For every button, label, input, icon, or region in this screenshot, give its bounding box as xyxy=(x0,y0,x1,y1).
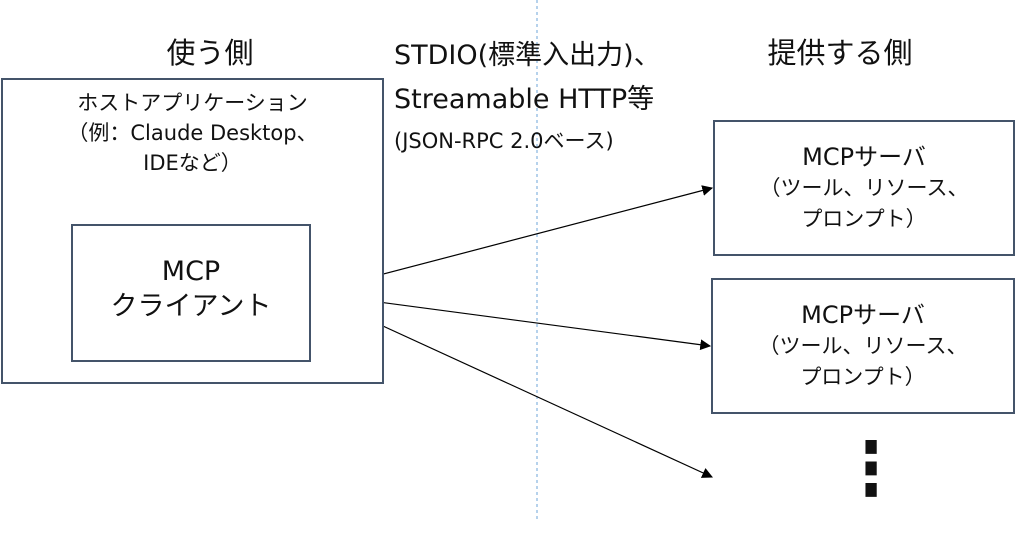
server-capabilities-cont: プロンプト） xyxy=(801,207,927,231)
host-app-example-cont: IDEなど） xyxy=(143,151,242,175)
mcp-server-box-2: MCPサーバ （ツール、リソース、 プロンプト） xyxy=(711,278,1015,414)
mcp-client-line-2: クライアント xyxy=(110,291,272,322)
more-servers-ellipsis: ⋮ xyxy=(839,427,903,513)
provider-side-heading: 提供する側 xyxy=(767,36,913,70)
server-name: MCPサーバ xyxy=(801,301,925,329)
mcp-server-label: MCPサーバ （ツール、リソース、 プロンプト） xyxy=(715,142,1013,235)
host-app-example: （例：Claude Desktop、 xyxy=(67,121,318,145)
host-app-title: ホストアプリケーション xyxy=(77,91,308,115)
server-name: MCPサーバ xyxy=(802,143,926,171)
transport-label: STDIO(標準入出力)、 Streamable HTTP等 (JSON-RPC… xyxy=(394,34,661,160)
mcp-server-box-1: MCPサーバ （ツール、リソース、 プロンプト） xyxy=(713,120,1015,256)
mcp-server-label: MCPサーバ （ツール、リソース、 プロンプト） xyxy=(713,300,1013,393)
transport-line-2: Streamable HTTP等 xyxy=(394,84,655,115)
host-application-label: ホストアプリケーション （例：Claude Desktop、 IDEなど） xyxy=(3,88,382,178)
mcp-client-box: MCP クライアント xyxy=(71,224,311,362)
mcp-client-line-1: MCP xyxy=(161,256,221,287)
transport-line-3: (JSON-RPC 2.0ベース) xyxy=(394,129,614,153)
server-capabilities: （ツール、リソース、 xyxy=(759,176,969,200)
transport-line-1: STDIO(標準入出力)、 xyxy=(394,40,661,71)
user-side-heading: 使う側 xyxy=(166,36,254,70)
server-capabilities: （ツール、リソース、 xyxy=(758,334,968,358)
mcp-client-label: MCP クライアント xyxy=(73,254,309,324)
server-capabilities-cont: プロンプト） xyxy=(800,365,926,389)
